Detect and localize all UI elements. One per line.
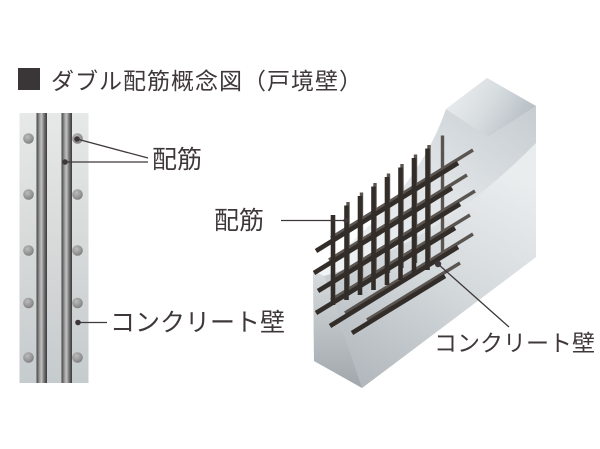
rebar-dot xyxy=(72,189,83,200)
leader-dot xyxy=(343,217,349,224)
title-text: ダブル配筋概念図（戸境壁） xyxy=(51,69,363,94)
right-leader-lines xyxy=(281,217,510,328)
rebar-dot xyxy=(23,297,34,309)
label-rebar-right: 配筋 xyxy=(214,207,264,235)
rebar-dot xyxy=(23,245,34,256)
rebar-horizontal xyxy=(344,232,474,315)
page-title: ダブル配筋概念図（戸境壁） xyxy=(18,68,363,94)
rebar-dot xyxy=(23,352,34,363)
isometric-wall-diagram: 配筋 コンクリート壁 xyxy=(214,78,595,388)
cross-section-diagram: 配筋 コンクリート壁 xyxy=(19,113,285,383)
wall-top-face xyxy=(446,78,536,137)
rebar-horizontal xyxy=(312,186,454,275)
leader-line xyxy=(76,138,149,159)
wall-end-face xyxy=(313,271,362,388)
rebar-horizontal xyxy=(314,226,457,315)
vertical-rebar-left xyxy=(36,113,47,383)
rebar-dot xyxy=(72,352,83,363)
rebar-horizontal xyxy=(328,245,460,328)
rebar-horizontal xyxy=(332,189,476,280)
rebar-grid-front xyxy=(312,148,462,335)
cut-surface xyxy=(313,106,536,276)
vertical-rebar-right xyxy=(61,113,72,383)
label-concrete-wall-left: コンクリート壁 xyxy=(110,309,285,337)
left-leader-lines xyxy=(62,136,149,326)
title-bullet-square xyxy=(18,68,40,90)
rebar-horizontal xyxy=(316,202,462,293)
rebar-dot xyxy=(23,189,34,200)
rebar-dot xyxy=(72,297,83,309)
label-concrete-wall-right: コンクリート壁 xyxy=(434,331,595,356)
rebar-dot xyxy=(72,245,83,256)
rebar-horizontal xyxy=(314,161,460,253)
label-rebar-left: 配筋 xyxy=(152,146,202,174)
rebar-horizontal xyxy=(350,274,447,335)
rebar-horizontal xyxy=(366,261,461,322)
leader-line xyxy=(437,263,510,328)
rebar-horizontal xyxy=(328,173,468,262)
rebar-dot xyxy=(23,133,34,144)
rebar-cross-section-dots xyxy=(23,133,83,363)
